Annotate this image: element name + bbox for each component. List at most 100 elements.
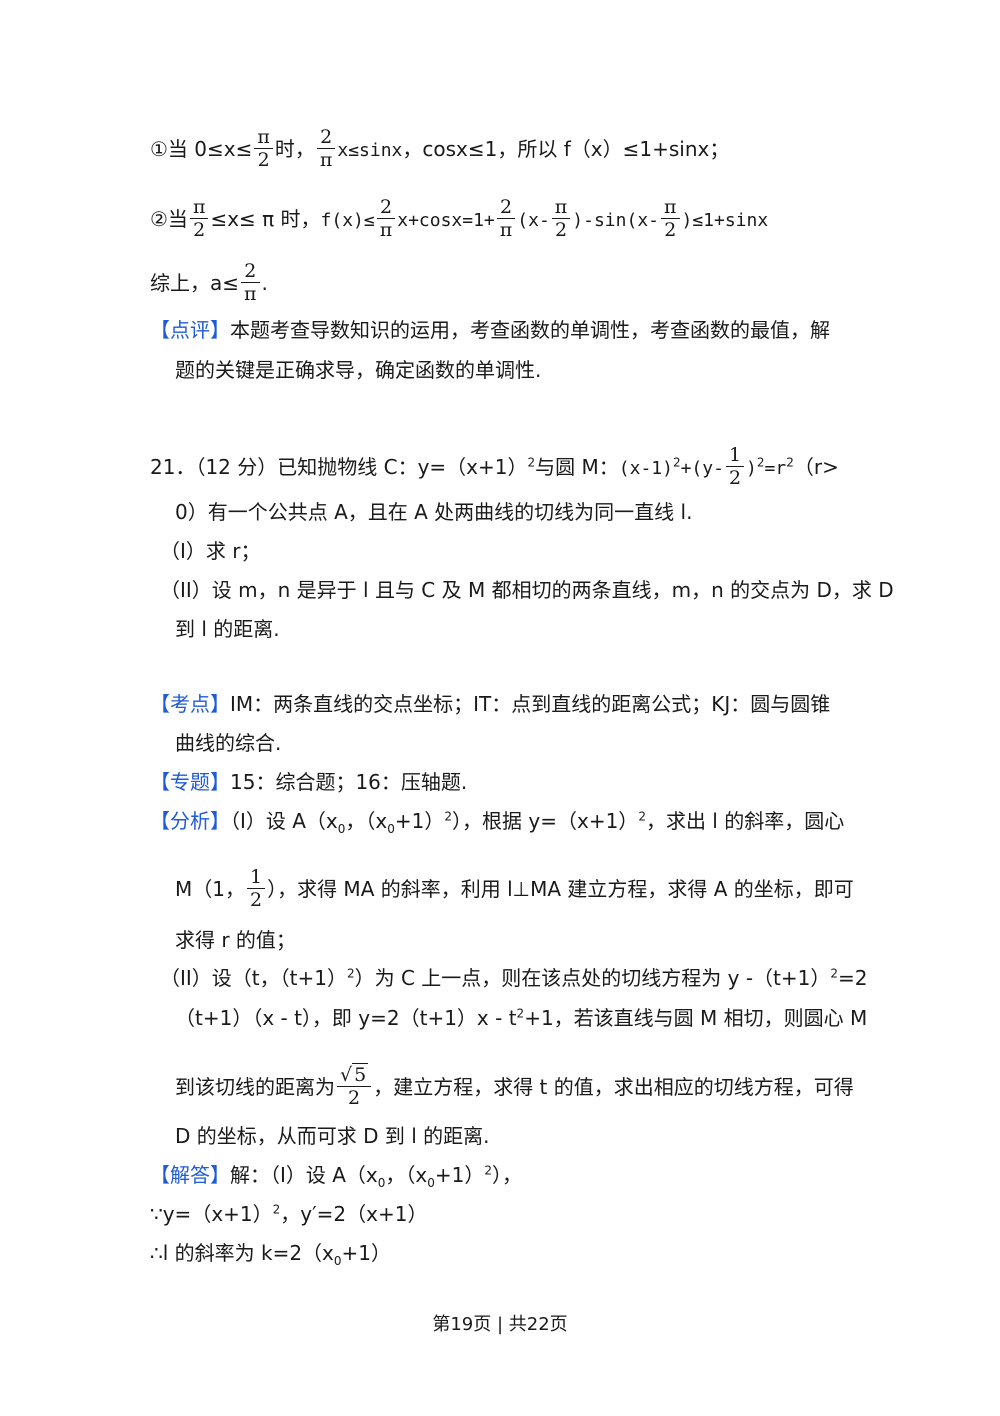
superscript: 2 xyxy=(786,455,794,470)
kaodian-text-2: 曲线的综合. xyxy=(175,731,282,755)
superscript: 2 xyxy=(516,1006,525,1021)
kaodian-line-2: 曲线的综合. xyxy=(175,729,281,757)
fenxi-line-4: （II）设（t，（t+1）2）为 C 上一点，则在该点处的切线方程为 y -（t… xyxy=(160,964,868,992)
case-two-end: )≤1+sinx xyxy=(681,210,769,231)
conclusion-prefix: 综上，a≤ xyxy=(150,271,240,295)
fenxi-f2: ，建立方程，求得 t 的值，求出相应的切线方程，可得 xyxy=(373,1075,854,1099)
page-footer: 第19页 | 共22页 xyxy=(432,1314,568,1335)
fraction-denominator: π xyxy=(244,283,257,305)
fenxi-a3: +1） xyxy=(394,809,445,833)
jieda-a3: +1） xyxy=(434,1163,485,1187)
kaodian-line-1: 【考点】IM：两条直线的交点坐标；IT：点到直线的距离公式；KJ：圆与圆锥 xyxy=(150,690,830,718)
review-line-1: 【点评】本题考查导数知识的运用，考查函数的单调性，考查函数的最值，解 xyxy=(150,316,830,344)
case-one-ineq: x≤sinx xyxy=(337,140,403,161)
superscript: 2 xyxy=(444,809,453,824)
fraction-numerator: 2 xyxy=(241,260,260,283)
fraction-denominator: 2 xyxy=(249,889,263,911)
problem-line-4: （II）设 m，n 是异于 l 且与 C 及 M 都相切的两条直线，m，n 的交… xyxy=(160,576,894,604)
fenxi-b1: M（1， xyxy=(175,877,245,901)
fenxi-line-5: （t+1）（x - t），即 y=2（t+1）x - t2+1，若该直线与圆 M… xyxy=(175,1004,867,1032)
superscript: 2 xyxy=(346,966,355,981)
fenxi-e2: +1，若该直线与圆 M 相切，则圆心 M xyxy=(524,1006,868,1030)
fenxi-line-1: 【分析】（I）设 A（x0，（x0+1）2），根据 y=（x+1）2，求出 l … xyxy=(150,807,844,835)
jieda-line-2: ∵y=（x+1）2，y′=2（x+1） xyxy=(150,1200,427,1228)
fraction-numerator: π xyxy=(254,126,273,149)
kaodian-tag: 【考点】 xyxy=(150,692,230,716)
case-one-when: 时， xyxy=(274,137,315,161)
problem-text-2: 0）有一个公共点 A，且在 A 处两曲线的切线为同一直线 l. xyxy=(175,500,693,524)
circle-eq-c: ) xyxy=(746,458,757,479)
case-two-mid: x+cosx=1+ xyxy=(397,210,495,231)
fraction-numerator: π xyxy=(661,196,680,219)
subscript: 0 xyxy=(427,1176,435,1190)
case-two-range: ≤x≤ π 时， xyxy=(210,207,321,231)
case-two-prefix: ②当 xyxy=(150,207,188,231)
fraction-denominator: 2 xyxy=(257,149,270,171)
conclusion-period: . xyxy=(261,271,268,295)
superscript: 2 xyxy=(672,455,681,470)
circle-eq-a: (x-1) xyxy=(618,458,673,479)
zhuanti-line: 【专题】15：综合题；16：压轴题. xyxy=(150,768,467,796)
fenxi-a4: ），根据 y=（x+1） xyxy=(452,809,639,833)
kaodian-text-1: IM：两条直线的交点坐标；IT：点到直线的距离公式；KJ：圆与圆锥 xyxy=(230,692,831,716)
case-two-fx: f(x)≤ xyxy=(320,210,375,231)
fenxi-c1: 求得 r 的值； xyxy=(175,928,296,952)
fraction-numerator: 2 xyxy=(316,126,336,149)
superscript: 2 xyxy=(484,1163,493,1178)
superscript: 2 xyxy=(527,455,536,470)
jieda-c1: ∴l 的斜率为 k=2（x xyxy=(150,1241,334,1265)
jieda-b2: ，y′=2（x+1） xyxy=(280,1202,428,1226)
subscript: 0 xyxy=(333,1254,342,1268)
circle-eq-b: +(y- xyxy=(680,458,724,479)
problem-line-2: 0）有一个公共点 A，且在 A 处两曲线的切线为同一直线 l. xyxy=(175,498,692,526)
fenxi-a5: ，求出 l 的斜率，圆心 xyxy=(645,809,845,833)
jieda-tag: 【解答】 xyxy=(150,1163,230,1187)
case-one-prefix: ①当 0≤x≤ xyxy=(150,137,253,161)
fraction-numerator: 1 xyxy=(725,444,745,467)
problem-text-g: （r> xyxy=(793,455,839,479)
fraction-numerator: 1 xyxy=(246,866,266,889)
jieda-line-3: ∴l 的斜率为 k=2（x0+1） xyxy=(150,1239,391,1267)
superscript: 2 xyxy=(830,966,839,981)
fenxi-f1: 到该切线的距离为 xyxy=(175,1075,335,1099)
superscript: 2 xyxy=(272,1202,281,1217)
fraction-denominator: π xyxy=(319,149,333,171)
fenxi-e1: （t+1）（x - t），即 y=2（t+1）x - t xyxy=(175,1006,517,1030)
problem-text-b: 与圆 M： xyxy=(535,455,619,479)
fraction-denominator: 2 xyxy=(728,467,742,489)
jieda-c2: +1） xyxy=(341,1241,392,1265)
fenxi-d2: ）为 C 上一点，则在该点处的切线方程为 y -（t+1） xyxy=(354,966,831,990)
fraction-numerator: π xyxy=(551,196,571,219)
fraction-numerator: 2 xyxy=(376,196,396,219)
radicand: 5 xyxy=(352,1063,369,1086)
subscript: 0 xyxy=(377,1176,386,1190)
circle-eq-d: =r xyxy=(764,458,787,479)
review-text-1: 本题考查导数知识的运用，考查函数的单调性，考查函数的最值，解 xyxy=(230,318,830,342)
superscript: 2 xyxy=(756,455,765,470)
zhuanti-text: 15：综合题；16：压轴题. xyxy=(230,770,468,794)
jieda-a2: ，（x xyxy=(385,1163,428,1187)
jieda-b1: ∵y=（x+1） xyxy=(150,1202,273,1226)
problem-text-a: 21．（12 分）已知抛物线 C：y=（x+1） xyxy=(150,455,528,479)
jieda-a4: ）， xyxy=(492,1163,523,1187)
problem-line-1: 21．（12 分）已知抛物线 C：y=（x+1）2与圆 M：(x-1)2+(y-… xyxy=(150,444,839,491)
fenxi-line-3: 求得 r 的值； xyxy=(175,926,296,954)
problem-text-5: 到 l 的距离. xyxy=(175,617,280,641)
problem-text-3: （I）求 r； xyxy=(160,539,261,563)
subscript: 0 xyxy=(387,822,395,836)
fraction-denominator: π xyxy=(499,219,513,241)
fraction-denominator: 2 xyxy=(555,219,568,241)
fraction-denominator: 2 xyxy=(193,219,206,241)
fraction-denominator: 2 xyxy=(348,1087,361,1109)
